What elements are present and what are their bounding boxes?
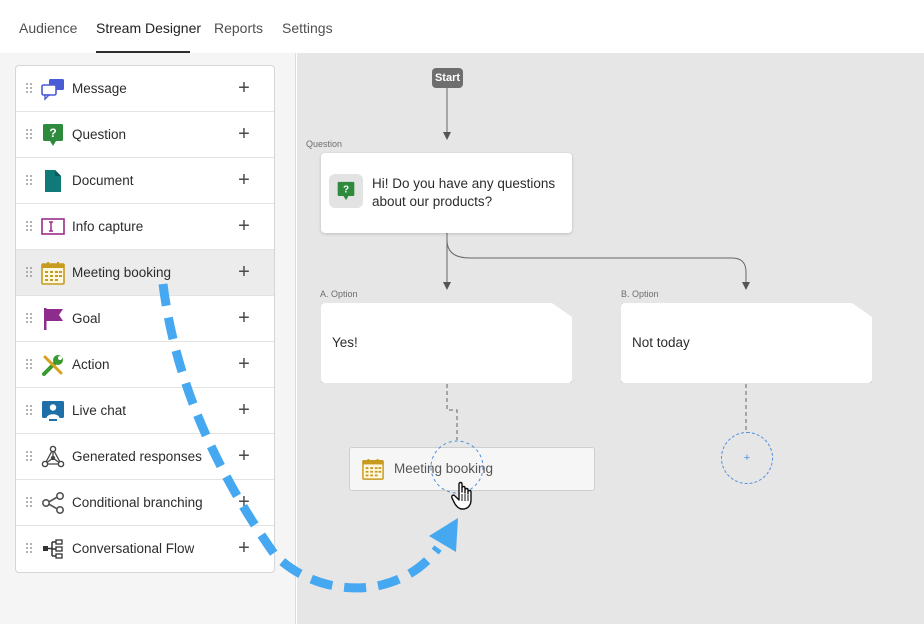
drag-handle-icon[interactable]	[26, 267, 32, 279]
add-conditional-branching-button[interactable]: +	[238, 491, 250, 513]
network-icon	[41, 445, 65, 468]
option-a-node[interactable]: Yes!	[321, 303, 572, 383]
palette-item-label: Conversational Flow	[72, 541, 195, 556]
add-question-button[interactable]: +	[238, 123, 250, 145]
drag-handle-icon[interactable]	[26, 451, 32, 463]
drag-handle-icon[interactable]	[26, 543, 32, 555]
add-generated-responses-button[interactable]: +	[238, 445, 250, 467]
add-meeting-booking-button[interactable]: +	[238, 261, 250, 283]
question-node[interactable]: ? Hi! Do you have any questions about ou…	[321, 153, 572, 233]
add-goal-button[interactable]: +	[238, 307, 250, 329]
tools-icon	[42, 355, 63, 376]
drag-handle-icon[interactable]	[26, 359, 32, 371]
svg-text:?: ?	[49, 126, 56, 140]
question-icon-badge: ?	[329, 174, 363, 208]
add-info-capture-button[interactable]: +	[238, 215, 250, 237]
palette-item-conversational-flow[interactable]: Conversational Flow +	[16, 526, 274, 572]
palette-item-question[interactable]: ? Question +	[16, 112, 274, 158]
add-node-button[interactable]: +	[721, 432, 773, 484]
live-chat-icon	[42, 401, 64, 421]
palette-item-live-chat[interactable]: Live chat +	[16, 388, 274, 434]
palette-item-goal[interactable]: Goal +	[16, 296, 274, 342]
palette-item-document[interactable]: Document +	[16, 158, 274, 204]
option-a-caption: A. Option	[320, 289, 358, 299]
palette-item-label: Info capture	[72, 219, 144, 234]
tab-audience[interactable]: Audience	[19, 20, 78, 36]
palette-item-meeting-booking[interactable]: Meeting booking +	[16, 250, 274, 296]
dragged-meeting-booking-node[interactable]: Meeting booking	[349, 447, 595, 491]
tab-settings[interactable]: Settings	[282, 20, 333, 36]
palette-item-label: Conditional branching	[72, 495, 203, 510]
option-b-node[interactable]: Not today	[621, 303, 872, 383]
add-message-button[interactable]: +	[238, 77, 250, 99]
palette-item-label: Live chat	[72, 403, 127, 418]
palette-item-label: Message	[72, 81, 127, 96]
palette-item-label: Document	[72, 173, 134, 188]
question-text-line2: about our products?	[372, 194, 493, 209]
calendar-icon	[41, 262, 65, 285]
palette-item-label: Meeting booking	[72, 265, 172, 280]
palette-item-action[interactable]: Action +	[16, 342, 274, 388]
add-action-button[interactable]: +	[238, 353, 250, 375]
dragged-item-label: Meeting booking	[394, 461, 494, 476]
palette-item-generated-responses[interactable]: Generated responses +	[16, 434, 274, 480]
flag-icon	[44, 308, 63, 330]
calendar-icon	[362, 458, 384, 480]
question-icon: ?	[43, 124, 63, 146]
palette-item-message[interactable]: Message +	[16, 66, 274, 112]
tab-stream-designer[interactable]: Stream Designer	[96, 20, 202, 36]
element-palette: Message + ? Question + Document +	[15, 65, 275, 573]
drag-handle-icon[interactable]	[26, 405, 32, 417]
palette-item-conditional-branching[interactable]: Conditional branching +	[16, 480, 274, 526]
drag-handle-icon[interactable]	[26, 83, 32, 95]
add-conversational-flow-button[interactable]: +	[238, 537, 250, 559]
option-b-text: Not today	[632, 335, 690, 350]
drag-handle-icon[interactable]	[26, 221, 32, 233]
add-live-chat-button[interactable]: +	[238, 399, 250, 421]
top-nav: Audience Stream Designer Reports Setting…	[0, 0, 924, 53]
start-node[interactable]: Start	[432, 68, 463, 88]
drag-handle-icon[interactable]	[26, 175, 32, 187]
palette-item-label: Generated responses	[72, 449, 202, 464]
message-icon	[41, 79, 64, 101]
document-icon	[45, 170, 61, 192]
question-icon: ?	[337, 181, 355, 201]
drag-handle-icon[interactable]	[26, 313, 32, 325]
add-document-button[interactable]: +	[238, 169, 250, 191]
tab-reports[interactable]: Reports	[214, 20, 264, 36]
drag-handle-icon[interactable]	[26, 129, 32, 141]
option-b-caption: B. Option	[621, 289, 659, 299]
sidebar: Message + ? Question + Document +	[0, 53, 296, 624]
palette-item-label: Question	[72, 127, 127, 142]
palette-item-info-capture[interactable]: Info capture +	[16, 204, 274, 250]
info-capture-icon	[41, 218, 65, 235]
question-text-line1: Hi! Do you have any questions	[372, 176, 556, 191]
palette-item-label: Goal	[72, 311, 101, 326]
question-caption: Question	[306, 139, 343, 149]
palette-item-label: Action	[72, 357, 110, 372]
flow-icon	[43, 539, 63, 559]
share-icon	[41, 491, 65, 515]
active-tab-indicator	[96, 51, 190, 53]
option-a-text: Yes!	[332, 335, 358, 350]
drag-handle-icon[interactable]	[26, 497, 32, 509]
svg-text:?: ?	[343, 185, 349, 196]
